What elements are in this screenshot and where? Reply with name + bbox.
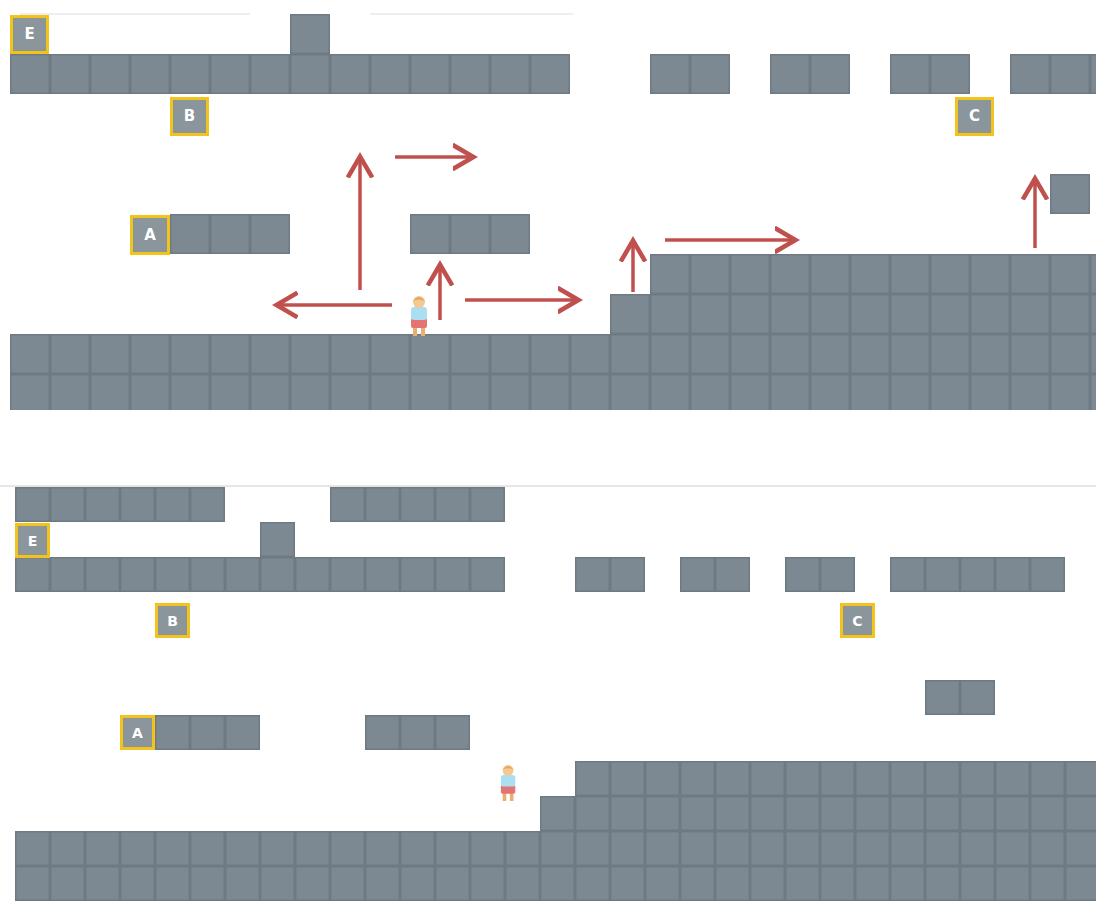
tiles — [10, 14, 1096, 410]
tiles — [155, 680, 995, 750]
tile-letter: C — [852, 614, 862, 628]
tile-letter: B — [184, 109, 195, 124]
label-tile: A — [130, 215, 170, 255]
tiles — [15, 487, 1065, 592]
tile-letter: E — [24, 27, 34, 42]
label-tile: B — [170, 97, 209, 136]
label-tile: A — [120, 715, 155, 750]
bottom-panel — [0, 486, 1096, 901]
ceiling-line — [20, 14, 250, 15]
tiles — [15, 761, 1096, 901]
label-tile: C — [955, 97, 994, 136]
label-tile: E — [15, 523, 50, 558]
tile-letter: A — [132, 726, 143, 740]
tile-letter: E — [28, 534, 38, 548]
move-arrows — [280, 157, 1035, 320]
label-tile: E — [10, 15, 49, 54]
player-character — [411, 296, 427, 336]
tile-letter: C — [969, 109, 980, 124]
tile-letter: B — [167, 614, 178, 628]
tile-letter: A — [144, 228, 156, 243]
label-tile: B — [155, 603, 190, 638]
ceiling-line — [370, 14, 573, 15]
top-panel — [10, 14, 1096, 410]
panel-divider — [0, 486, 1096, 487]
player-character — [501, 765, 515, 801]
label-tile: C — [840, 603, 875, 638]
